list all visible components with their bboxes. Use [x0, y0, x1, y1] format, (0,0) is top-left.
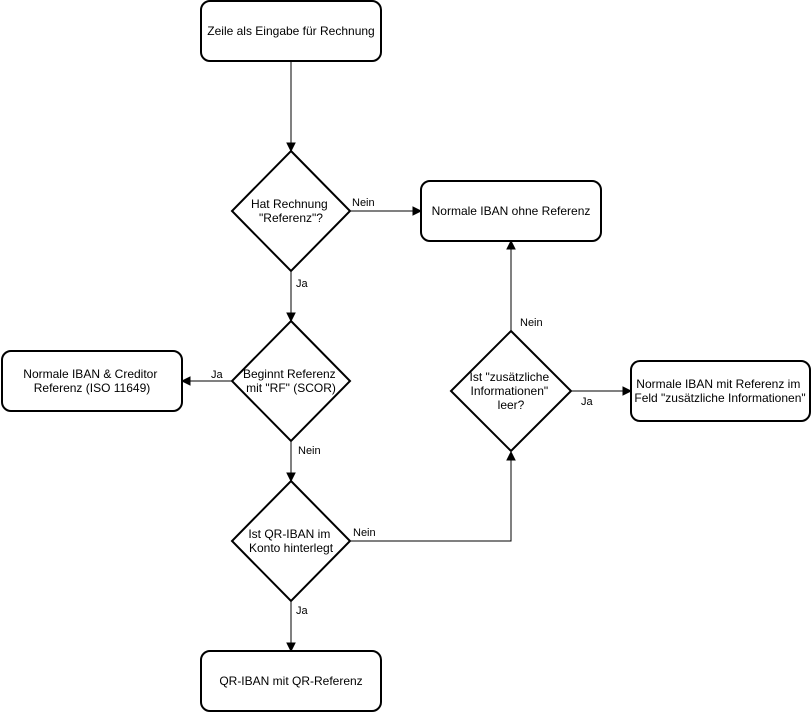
node-qr-iban-referenz: QR-IBAN mit QR-Referenz	[200, 650, 382, 712]
edge-label-rf-nein: Nein	[298, 445, 321, 457]
node-beginnt-rf-label: Beginnt Referenz mit "RF" (SCOR)	[243, 367, 339, 395]
edge-label-qr-nein: Nein	[353, 527, 376, 539]
edge-labels: Nein Ja Ja Nein Nein Ja Nein Ja	[211, 197, 594, 617]
node-hat-referenz-label: Hat Rechnung "Referenz"?	[251, 197, 331, 225]
edge-label-zus-ja: Ja	[581, 396, 594, 408]
arrow-head-icon	[622, 386, 633, 396]
arrow-head-icon	[286, 312, 296, 323]
node-start-label: Zeile als Eingabe für Rechnung	[207, 24, 374, 38]
node-normale-iban-mit-referenz: Normale IBAN mit Referenz im Feld "zusät…	[630, 360, 811, 422]
node-normale-iban-ohne-referenz: Normale IBAN ohne Referenz	[420, 180, 602, 242]
edge-label-zus-nein: Nein	[520, 317, 543, 329]
node-zusaetzliche-leer-label: Ist "zusätzliche Informationen" leer?	[470, 370, 553, 412]
arrow-head-icon	[506, 450, 516, 461]
node-qr-iban-hinterlegt-label: Ist QR-IBAN im Konto hinterlegt	[248, 527, 333, 555]
arrow-head-icon	[180, 376, 191, 386]
edge-label-rf-ja: Ja	[211, 369, 224, 381]
node-normale-iban-ohne-label: Normale IBAN ohne Referenz	[432, 204, 591, 218]
arrow-head-icon	[286, 472, 296, 483]
edge-qr-iban-hinterlegt-to-zusaetzliche-leer	[350, 460, 512, 542]
node-decision-zusaetzliche-leer: Ist "zusätzliche Informationen" leer?	[449, 329, 573, 453]
edge-label-qr-ja: Ja	[296, 605, 309, 617]
node-decision-qr-iban-hinterlegt: Ist QR-IBAN im Konto hinterlegt	[230, 479, 352, 603]
node-decision-beginnt-rf: Beginnt Referenz mit "RF" (SCOR)	[230, 319, 352, 443]
node-normale-iban-mit-label: Normale IBAN mit Referenz im Feld "zusät…	[634, 377, 805, 405]
edges	[180, 61, 633, 653]
arrow-head-icon	[286, 142, 296, 153]
arrow-head-icon	[506, 239, 516, 250]
edge-label-hat-ja: Ja	[296, 278, 309, 290]
arrow-head-icon	[412, 206, 423, 216]
node-creditor-referenz-label: Normale IBAN & Creditor Referenz (ISO 11…	[23, 367, 160, 395]
edge-label-hat-nein: Nein	[352, 197, 375, 209]
node-start: Zeile als Eingabe für Rechnung	[200, 0, 382, 62]
node-qr-iban-referenz-label: QR-IBAN mit QR-Referenz	[219, 674, 362, 688]
arrow-head-icon	[286, 642, 296, 653]
node-creditor-referenz: Normale IBAN & Creditor Referenz (ISO 11…	[1, 350, 183, 412]
node-decision-hat-referenz: Hat Rechnung "Referenz"?	[230, 149, 352, 273]
